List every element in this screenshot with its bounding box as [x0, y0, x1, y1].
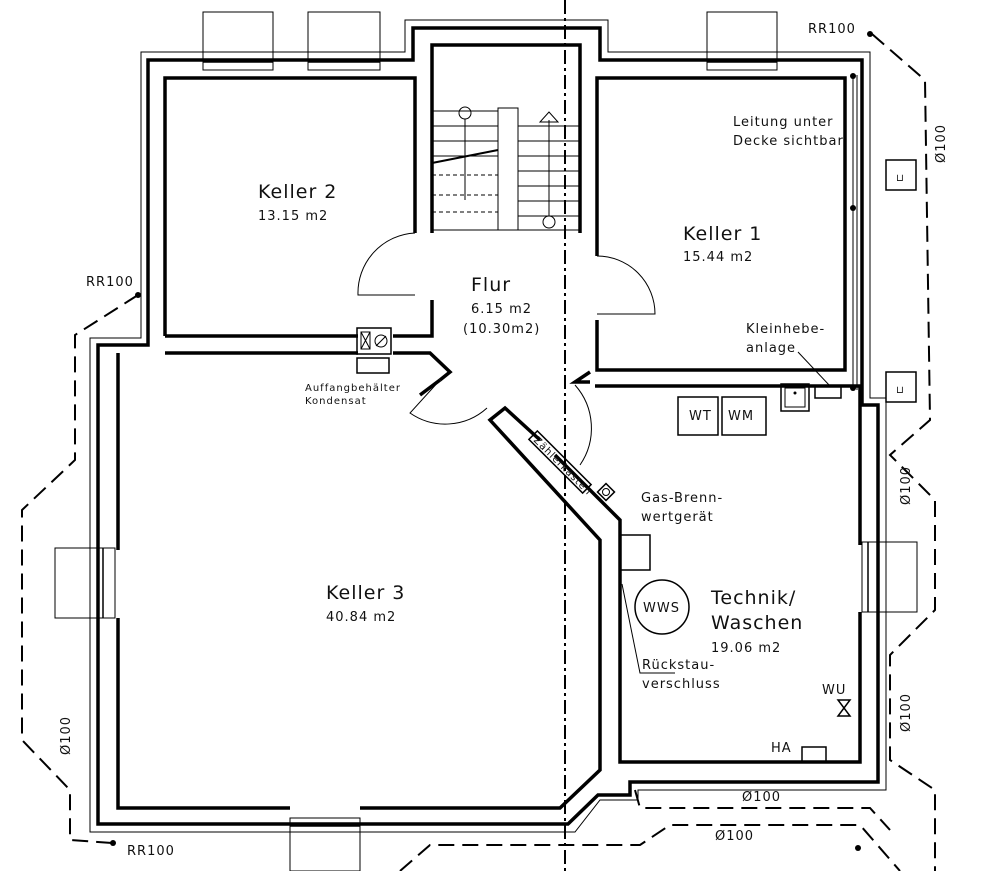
stair-core-walls [430, 43, 582, 233]
wall-flur-corner [393, 351, 453, 382]
outer-wall [96, 26, 880, 826]
pipe-vertical-keller1 [850, 73, 858, 391]
room-keller1-area: 15.44 m2 [683, 250, 753, 265]
pipe-label-d-right-mid: Ø100 [899, 466, 914, 505]
pipe-label-d-right-top: Ø100 [934, 124, 949, 163]
pipe-label-rr-bottom: RR100 [127, 844, 175, 859]
room-keller3-name: Keller 3 [326, 582, 405, 604]
room-technik-area: 19.06 m2 [711, 641, 781, 656]
note-leitung-2: Decke sichtbar [733, 134, 844, 149]
note-kleinhebe-2: anlage [746, 341, 796, 356]
note-auffang-2: Kondensat [305, 396, 367, 407]
note-rueck-1: Rückstau- [642, 658, 715, 673]
window-left [54, 547, 116, 619]
wm-label: WM [728, 409, 754, 424]
keller3-wall-diagonal [360, 405, 602, 810]
drain-pipe-bottom2 [399, 824, 901, 871]
window-top-left-1 [202, 11, 274, 71]
manhole-top-icon [885, 159, 917, 191]
note-gas-2: wertgerät [641, 510, 714, 525]
outer-insulation-line [89, 19, 887, 833]
diagonal-wall-outer [553, 453, 622, 540]
rr-point-bottom [110, 840, 116, 846]
wt-label: WT [689, 409, 712, 424]
note-leitung-1: Leitung unter [733, 115, 834, 130]
pipe-label-rr-top: RR100 [808, 22, 856, 37]
wws-label: WWS [643, 601, 680, 616]
leader-rueckstau [621, 583, 675, 674]
gas-connection-icon [596, 482, 616, 502]
window-top-right [706, 11, 778, 71]
window-right [861, 541, 918, 613]
technik-wall-top [595, 384, 862, 545]
boiler-box [619, 534, 651, 571]
pipe-label-d-bottom1: Ø100 [742, 790, 781, 805]
note-wu: WU [822, 683, 846, 698]
window-top-left-2 [307, 11, 381, 71]
water-meter-wu-icon [836, 699, 852, 717]
ha-box [801, 746, 827, 763]
pipe-label-d-bottom2: Ø100 [715, 829, 754, 844]
leader-kleinhebe [797, 351, 831, 387]
door-technik[interactable] [574, 384, 592, 466]
door-jamb [418, 378, 442, 397]
manhole-mid-glyph: ⊔ [896, 385, 905, 396]
door-keller2[interactable] [357, 232, 416, 296]
pipe-label-d-right-low: Ø100 [899, 693, 914, 732]
rr-point-top [867, 31, 873, 37]
drain-pipe-left [21, 294, 139, 844]
rr-point-left [135, 292, 141, 298]
room-keller2-area: 13.15 m2 [258, 209, 328, 224]
pipe-label-d-left: Ø100 [59, 716, 74, 755]
meter-cabinet: Zählerkasten [527, 429, 594, 498]
note-gas-1: Gas-Brenn- [641, 491, 723, 506]
keller1-walls [595, 76, 847, 372]
technik-walls [618, 540, 862, 764]
wall-flur-left [393, 300, 434, 338]
room-keller2-name: Keller 2 [258, 181, 337, 203]
drain-pipe-right [871, 33, 936, 871]
manhole-mid-icon [885, 371, 917, 403]
keller2-walls [163, 76, 417, 336]
window-bottom [289, 817, 361, 871]
drain-pipe-bottom [634, 789, 891, 831]
pipe-point [855, 845, 861, 851]
staircase [431, 106, 580, 231]
manhole-top-glyph: ⊔ [896, 173, 905, 184]
room-keller3-area: 40.84 m2 [326, 610, 396, 625]
note-rueck-2: verschluss [642, 677, 721, 692]
sink-icon [780, 383, 810, 412]
washbasin-wt: WT [677, 396, 719, 436]
room-technik-name1: Technik/ [710, 587, 796, 609]
room-technik-name2: Waschen [711, 612, 803, 634]
pipe-label-rr-left: RR100 [86, 275, 134, 290]
meter-cabinet-label: Zählerkasten [531, 435, 594, 498]
wws-tank: WWS [634, 579, 690, 635]
note-kleinhebe-1: Kleinhebe- [746, 322, 825, 337]
washing-machine-wm: WM [721, 396, 767, 436]
note-ha: HA [771, 741, 792, 756]
keller3-wall-left-bottom [116, 618, 290, 810]
condensate-box [356, 327, 392, 374]
door-keller3[interactable] [409, 379, 488, 425]
room-keller1-name: Keller 1 [683, 223, 762, 245]
keller1-corner [569, 370, 591, 384]
room-flur-area: 6.15 m2 [471, 302, 532, 317]
door-keller1[interactable] [596, 255, 656, 315]
room-flur-area-alt: (10.30m2) [463, 322, 540, 337]
note-auffang-1: Auffangbehälter [305, 383, 401, 394]
lifting-unit-box [814, 385, 842, 399]
room-flur-name: Flur [471, 274, 511, 296]
